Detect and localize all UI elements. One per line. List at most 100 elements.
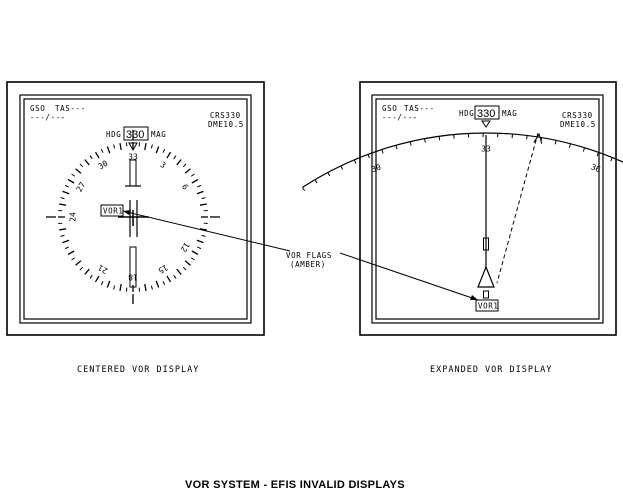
compass-tick [197,184,202,188]
compass-tick [113,144,116,149]
left-course-tail [129,246,137,288]
compass-tick [89,274,93,279]
compass-tick [67,178,75,184]
right-caption: EXPANDED VOR DISPLAY [430,365,552,375]
right-heading-value: 330 [477,108,495,120]
right-outer-frame [359,81,617,336]
right-tail-marker [483,290,489,299]
callout-arrowhead-right [470,295,478,300]
arc-tick [610,157,613,162]
compass-label: 12 [179,241,192,254]
compass-tick [197,246,202,250]
compass-tick [84,268,90,275]
compass-label: 18 [128,273,138,282]
compass-tick [196,239,204,244]
compass-tick [182,163,187,168]
arc-tick [596,152,599,157]
compass-tick [176,268,182,275]
left-heading-value: 330 [126,129,144,141]
compass-tick [176,159,182,166]
arc-tick [424,138,426,143]
compass-tick [60,197,65,200]
compass-tick [155,146,160,154]
right-mag-label: MAG [502,109,517,118]
arc-tick [327,172,331,177]
arc-tick [353,159,357,164]
compass-tick [106,280,111,288]
arc-tick [302,187,306,191]
left-course-arrow-bar [129,159,137,187]
right-crs-line: CRS330 [562,111,593,120]
left-middle-frame [19,94,252,324]
right-heading-pointer [481,120,491,128]
right-display: GSO TAS--- ---/--- CRS330 DME10.5 HDG 33… [302,81,623,375]
compass-tick [67,250,75,256]
callout-label-line1: VOR FLAGS [286,251,332,260]
compass-label: 3 [159,160,168,170]
compass-tick [100,281,104,286]
compass-tick [173,274,177,279]
arc-tick [554,140,557,145]
callout-leader-right [339,252,479,301]
right-middle-frame [371,94,604,324]
compass-tick [201,197,206,200]
compass-tick [190,173,195,177]
compass-tick [94,275,100,283]
left-heading-pointer [128,142,138,152]
arc-tick [314,179,318,184]
right-aircraft-symbol [477,265,495,288]
right-vor-flag: VOR1 [478,302,498,311]
right-deviation-marker [483,237,489,251]
figure-title: VOR SYSTEM - EFIS INVALID DISPLAYS [185,479,405,491]
arc-tick [409,141,412,146]
callout-label-line2: (AMBER) [290,260,326,269]
compass-tick [199,203,207,206]
callout-leader-left [122,210,291,252]
arc-tick [582,147,586,152]
arc-tick [367,154,370,159]
compass-tick [106,146,111,154]
left-crs-line: CRS330 [210,111,241,120]
left-dash-line: ---/--- [30,113,66,122]
compass-label: 30 [97,159,110,172]
left-inner-frame [23,98,248,320]
compass-tick [155,280,160,288]
right-dash-line: ---/--- [382,113,418,122]
compass-label: 15 [156,263,169,276]
compass-tick [62,190,70,195]
compass-tick [119,283,122,291]
vor-flags-callout: VOR FLAGS (AMBER) [122,210,479,301]
left-vor-flag: VOR1 [103,207,123,216]
arc-label: 30 [370,162,382,174]
compass-tick [94,151,100,159]
right-hdg-label: HDG [459,109,474,118]
compass-tick [84,159,90,166]
callout-arrowhead-left [123,210,131,215]
right-heading-box [474,105,500,120]
compass-tick [166,151,172,159]
compass-tick [184,260,191,266]
compass-tick [89,155,93,160]
compass-label: 33 [128,153,138,162]
left-outer-frame [6,81,265,336]
compass-arc [302,132,623,188]
left-gs-label: GSO [30,104,45,113]
compass-tick [182,266,187,271]
arc-tick [340,165,344,170]
left-hdg-label: HDG [106,130,121,139]
compass-tick [119,143,122,151]
arc-label: 36 [590,162,602,174]
compass-tick [113,285,116,290]
arc-tick [438,136,441,141]
compass-tick [59,203,67,206]
compass-tick [173,155,177,160]
compass-label: 6 [180,183,190,192]
compass-tick [162,281,166,286]
compass-label: 24 [69,212,78,222]
left-tas-label: TAS--- [55,104,86,113]
compass-tick [144,143,147,151]
right-dme-line: DME10.5 [560,120,596,129]
compass-tick [190,257,195,261]
compass-tick [79,163,84,168]
